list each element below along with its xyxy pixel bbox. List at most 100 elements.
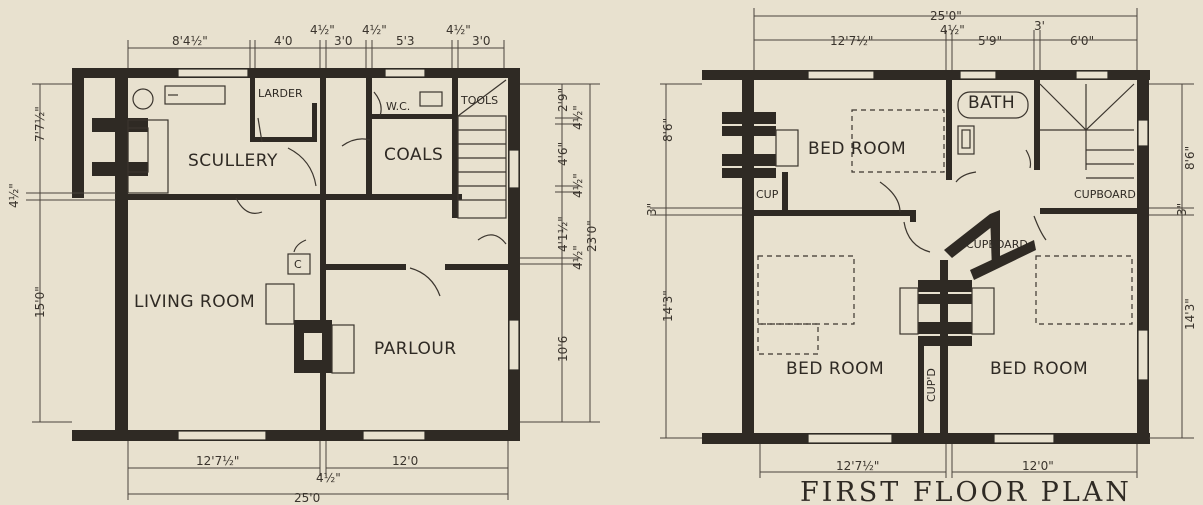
ground-scullery-wall (128, 194, 326, 200)
basin-icon (957, 125, 975, 155)
door-swing (257, 117, 263, 143)
ground-west-wall (115, 78, 128, 441)
ground-window (384, 68, 426, 78)
ground-left-dimensions (26, 83, 116, 423)
label-bath: BATH (968, 93, 1015, 113)
label-wc: W.C. (386, 100, 410, 113)
door-swing (341, 138, 371, 147)
label-bedroom-3: BED ROOM (990, 359, 1088, 379)
dim-ground-top-7: 4½" (446, 23, 471, 37)
dim-ground-right-2: 4½" (571, 105, 585, 130)
dim-first-left-3: 14'3" (661, 290, 675, 322)
ground-south-wall (72, 430, 520, 441)
label-scullery: SCULLERY (188, 151, 278, 171)
label-cup: CUP (756, 188, 779, 201)
cupd-wall (918, 346, 924, 434)
ground-top-dimensions (127, 40, 505, 68)
closet-c (287, 253, 311, 275)
first-chimney (722, 154, 776, 166)
door-swing (477, 234, 507, 245)
parlour-hearth (331, 324, 355, 374)
first-partition (940, 260, 948, 435)
dim-ground-right-7: 10'6 (556, 336, 570, 362)
cup-wall (782, 172, 788, 212)
dim-ground-top-3: 4½" (310, 23, 335, 37)
larder-wall (250, 78, 255, 140)
dim-ground-right-4: 4½" (571, 173, 585, 198)
first-top-dimensions (753, 8, 1138, 70)
first-left-dimensions (650, 83, 742, 439)
ground-chimney (322, 320, 332, 373)
door-swing (879, 181, 901, 213)
first-hearth (775, 129, 799, 167)
wc-wall (366, 68, 372, 198)
first-bottom-dimensions (759, 444, 1138, 478)
label-larder: LARDER (258, 87, 303, 100)
door-swing (903, 221, 931, 253)
dim-first-left-2: 3" (645, 203, 659, 216)
ground-bottom-dimensions (127, 441, 509, 500)
ground-partition (320, 258, 326, 320)
dim-first-top-4: 3' (1034, 19, 1045, 33)
landing-wall (1034, 80, 1040, 170)
cupboard-wall (970, 240, 1036, 280)
dim-ground-right-3: 4'6" (556, 142, 570, 166)
dim-ground-bottom-3: 12'0 (392, 454, 418, 468)
dim-first-right-2: 3" (1175, 203, 1189, 216)
ground-right-dimensions (520, 83, 600, 423)
label-tools: TOOLS (460, 94, 498, 107)
label-c: C (294, 258, 302, 271)
ground-window (362, 430, 426, 441)
bed-outline (1035, 255, 1133, 325)
cupboard-wall (990, 210, 1000, 270)
dim-first-top-3: 5'9" (978, 34, 1002, 48)
parlour-wall (326, 264, 406, 270)
bedroom-wall (754, 210, 914, 216)
dim-ground-bottom-2: 4½" (316, 471, 341, 485)
first-right-dimensions (1149, 83, 1194, 439)
first-north-wall (702, 70, 1150, 80)
dim-ground-top-8: 3'0 (472, 34, 491, 48)
dim-ground-right-5: 4'1½" (556, 216, 570, 252)
door-swing (955, 171, 977, 183)
first-chimney (722, 168, 776, 178)
bedroom-wall (1040, 208, 1137, 214)
wc-wall (366, 114, 454, 119)
dim-ground-top-4: 3'0 (334, 34, 353, 48)
dim-ground-left-2: 4½" (7, 183, 21, 208)
dim-ground-bottom-total: 25'0 (294, 491, 320, 505)
first-hearth (971, 287, 995, 335)
dim-first-top-5: 6'0" (1070, 34, 1094, 48)
first-window (1137, 119, 1149, 147)
ground-window (177, 430, 267, 441)
label-cupboard-2: CUPBOARD (966, 238, 1028, 251)
dim-ground-top-5: 4½" (362, 23, 387, 37)
ground-west-wall-upper (72, 68, 84, 198)
bedroom-wall (910, 210, 916, 222)
first-window (807, 70, 875, 80)
sink-icon (164, 85, 226, 105)
label-coals: COALS (384, 145, 443, 165)
door-swing (1033, 215, 1047, 241)
dim-ground-top-6: 5'3 (396, 34, 415, 48)
dim-first-right-1: 8'6" (1183, 146, 1197, 170)
larder-wall (312, 103, 317, 142)
dim-ground-left-1: 7'7½" (33, 106, 47, 142)
cupboard-wall (944, 214, 998, 258)
copper-icon (132, 88, 154, 110)
first-chimney (722, 126, 776, 136)
dim-ground-right-6: 4½" (571, 245, 585, 270)
dim-first-left-1: 8'6" (661, 118, 675, 142)
first-window (959, 70, 997, 80)
label-parlour: PARLOUR (374, 339, 457, 359)
living-hearth (265, 283, 295, 325)
dim-first-bottom-1: 12'7½" (836, 459, 879, 473)
ground-window (508, 319, 520, 371)
dim-ground-right-total: 23'0" (585, 220, 599, 252)
bed-outline (757, 323, 819, 355)
ground-window (177, 68, 249, 78)
door-swing (293, 239, 307, 253)
first-chimney (722, 112, 776, 124)
door-swing (409, 267, 441, 297)
